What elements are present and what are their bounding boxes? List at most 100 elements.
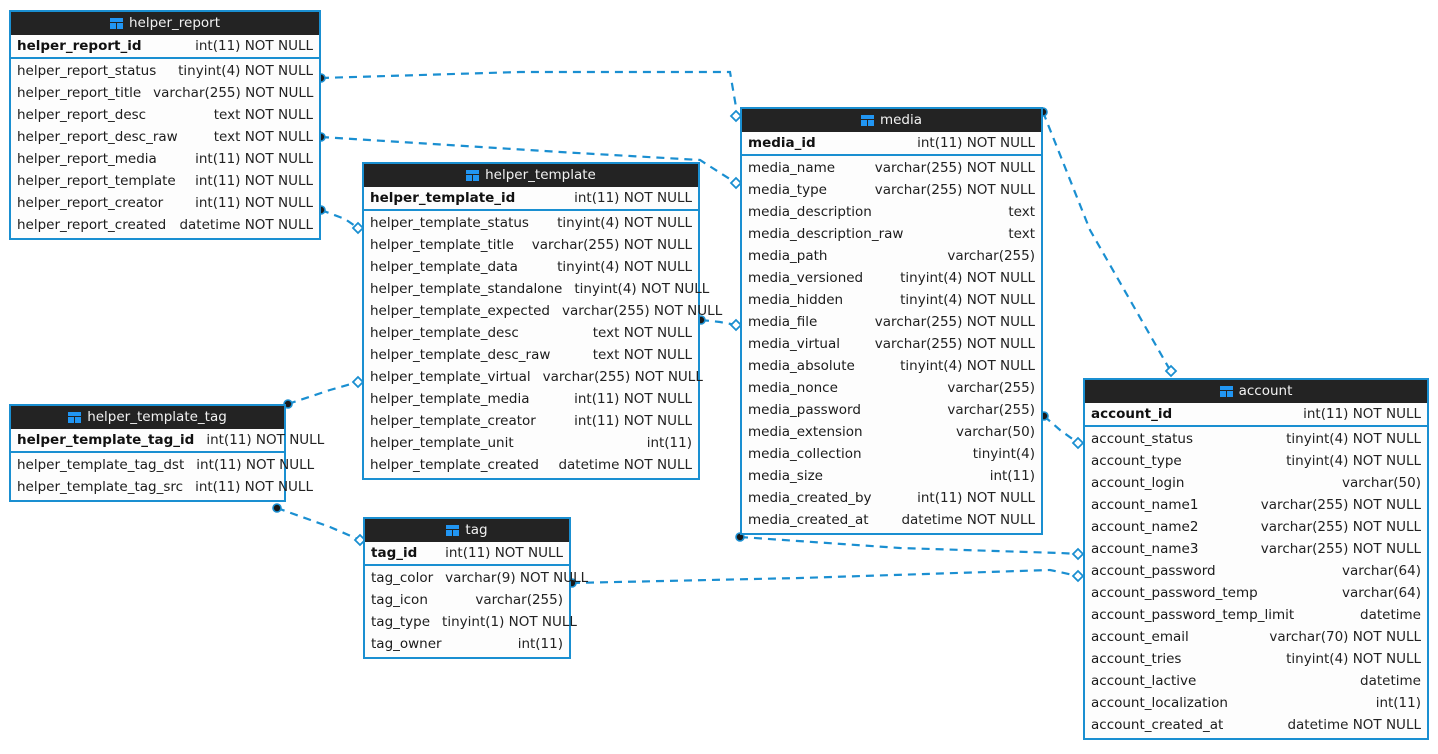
relationship-rel-tag-account-password[interactable] (567, 568, 1085, 588)
column-name: account_name1 (1091, 497, 1199, 513)
entity-header-account[interactable]: account (1085, 380, 1427, 403)
entity-header-tag[interactable]: tag (365, 519, 569, 542)
column-type: text (1008, 226, 1035, 242)
column-type: varchar(255) NOT NULL (531, 237, 692, 253)
column-name: helper_template_tag_dst (17, 457, 185, 473)
relationship-rel-media-account-status[interactable] (1039, 411, 1085, 450)
entity-header-helper_template[interactable]: helper_template (364, 164, 698, 187)
entity-header-media[interactable]: media (742, 109, 1041, 132)
table-icon (109, 18, 123, 29)
column-type: text NOT NULL (213, 129, 313, 145)
column-name: helper_template_status (370, 215, 529, 231)
column-type: text NOT NULL (213, 107, 313, 123)
relationship-rel-ttag-template-virtual[interactable] (283, 375, 365, 409)
column-type: int(11) NOT NULL (574, 391, 692, 407)
entity-header-helper_report[interactable]: helper_report (11, 12, 319, 35)
relationship-target-marker (1071, 569, 1085, 583)
relationship-line (1043, 415, 1079, 444)
relationship-rel-ttag-tag[interactable] (272, 503, 367, 547)
column-type: varchar(255) NOT NULL (562, 303, 723, 319)
column-name: helper_template_unit (370, 435, 514, 451)
relationship-rel-media-account-name3[interactable] (735, 532, 1085, 561)
relationship-rel-media-account[interactable] (1038, 107, 1178, 378)
entity-header-helper_template_tag[interactable]: helper_template_tag (11, 406, 284, 429)
relationship-rel-report-template[interactable] (316, 205, 365, 235)
relationship-rel-report-media[interactable] (316, 70, 743, 123)
column-type: varchar(255) NOT NULL (874, 160, 1035, 176)
column-type: varchar(64) (1341, 563, 1421, 579)
